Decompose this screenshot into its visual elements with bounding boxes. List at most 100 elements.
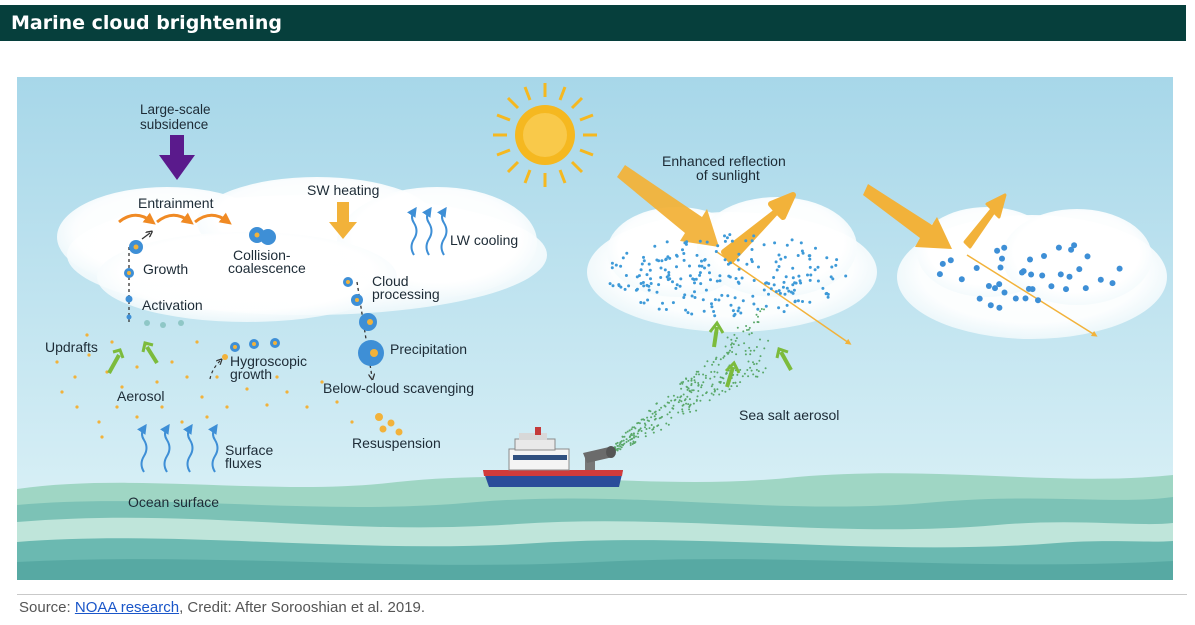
spray-particle <box>741 375 744 378</box>
cloud-droplet <box>726 294 730 298</box>
spray-particle <box>690 377 693 380</box>
spray-particle <box>753 349 756 352</box>
spray-particle <box>629 444 632 446</box>
cloud-droplet <box>750 258 753 261</box>
spray-particle <box>712 393 715 396</box>
spray-particle <box>747 328 750 331</box>
spray-particle <box>697 384 700 387</box>
spray-particle <box>644 424 647 426</box>
cloud-droplet <box>1041 253 1047 259</box>
cloud-droplet <box>996 281 1003 288</box>
spray-particle <box>759 355 762 358</box>
cloud-droplet <box>736 258 740 262</box>
spray-particle <box>682 403 685 406</box>
cloud-droplet <box>682 296 686 299</box>
cloud-droplet <box>732 314 736 318</box>
spray-particle <box>755 362 758 365</box>
spray-particle <box>658 409 661 411</box>
cloud-droplet <box>772 283 776 287</box>
cloud-droplet <box>619 285 623 289</box>
spray-particle <box>713 375 716 378</box>
spray-particle <box>711 383 714 386</box>
cloud-droplet <box>777 289 781 293</box>
cloud-droplet <box>718 279 722 283</box>
cloud-droplet <box>1039 272 1046 279</box>
spray-particle <box>640 430 643 432</box>
spray-particle <box>667 423 670 426</box>
cloud-droplet <box>782 280 786 284</box>
cloud-droplet <box>808 254 812 258</box>
cloud-droplet <box>1116 265 1123 272</box>
cloud-droplet <box>716 244 720 248</box>
cloud-droplet <box>617 283 621 287</box>
cloud-droplet <box>733 296 737 300</box>
cloud-droplet <box>1020 268 1027 275</box>
spray-particle <box>673 399 676 402</box>
spray-particle <box>747 360 750 363</box>
spray-particle <box>750 332 753 335</box>
spray-particle <box>763 347 766 350</box>
cloud-droplet <box>661 301 664 305</box>
spray-particle <box>629 442 632 445</box>
spray-particle <box>721 389 724 392</box>
spray-particle <box>745 325 748 327</box>
subsidence-arrow <box>159 135 195 180</box>
cloud-droplet <box>936 271 943 278</box>
spray-particle <box>657 424 660 427</box>
spray-particle <box>651 412 654 415</box>
cloud-droplet <box>826 295 830 299</box>
spray-particle <box>654 410 657 413</box>
cloud-droplet <box>750 239 754 243</box>
spray-particle <box>723 355 726 358</box>
cloud-droplet <box>831 277 835 281</box>
cloud-droplet <box>816 265 820 269</box>
cloud-droplet <box>710 302 713 306</box>
cloud-droplet <box>751 294 755 298</box>
spray-particle <box>635 435 637 438</box>
cloud-droplet <box>1055 244 1062 251</box>
cloud-droplet <box>781 285 785 289</box>
cloud-droplet <box>834 263 838 267</box>
cloud-droplet <box>688 274 692 278</box>
spray-particle <box>724 345 727 348</box>
spray-particle <box>695 409 698 412</box>
cloud-droplet <box>659 276 663 279</box>
spray-particle <box>767 339 770 342</box>
cloud-droplet <box>723 234 726 238</box>
cloud-droplet <box>728 233 732 237</box>
spray-particle <box>642 418 645 421</box>
cloud-droplet <box>1027 256 1033 263</box>
middle-cloud-droplets <box>608 233 848 318</box>
spray-particle <box>760 308 763 310</box>
cloud-droplet <box>712 310 716 313</box>
spray-particle <box>713 390 716 393</box>
cloud-droplet <box>682 252 686 255</box>
spray-particle <box>627 439 630 442</box>
cloud-droplet <box>808 265 812 269</box>
spray-particle <box>632 440 635 443</box>
cloud-droplet <box>647 262 651 266</box>
spray-particle <box>754 375 757 378</box>
cloud-droplet <box>767 292 770 296</box>
cloud-droplet <box>994 247 1001 254</box>
cloud-droplet <box>762 288 766 292</box>
cloud-droplet <box>1025 285 1032 292</box>
cloud-droplet <box>778 291 782 295</box>
spray-particle <box>660 428 663 431</box>
spray-particle <box>711 363 714 366</box>
spray-particle <box>735 337 738 340</box>
cloud-droplet <box>692 278 696 281</box>
source-link[interactable]: NOAA research <box>74 599 180 616</box>
spray-particle <box>621 435 624 438</box>
cloud-droplet <box>703 266 706 270</box>
cloud-droplet <box>702 309 706 313</box>
cloud-droplet <box>999 255 1005 262</box>
cloud-droplet <box>682 258 686 262</box>
cloud-droplet <box>741 299 745 303</box>
spray-particle <box>689 410 692 413</box>
cloud-droplet <box>686 311 690 315</box>
spray-particle <box>735 353 738 356</box>
spray-particle <box>653 415 656 418</box>
cloud-droplet <box>987 302 994 309</box>
spray-particle <box>677 401 680 404</box>
